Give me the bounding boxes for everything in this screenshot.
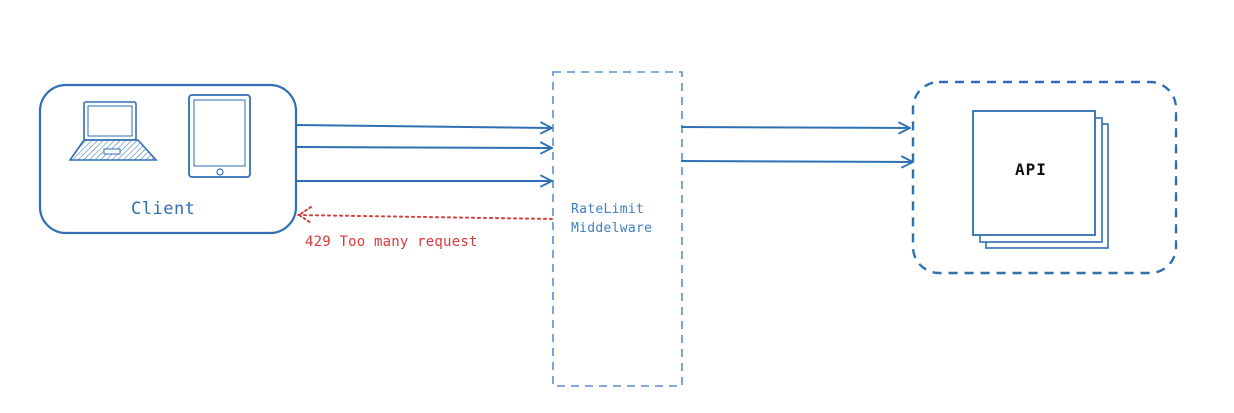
client-label: Client <box>131 199 196 219</box>
client-node <box>38 83 298 235</box>
client-box <box>38 83 298 235</box>
api-stack-front <box>972 110 1096 236</box>
forward-arrow-2 <box>680 161 913 162</box>
request-arrow-2 <box>295 147 552 148</box>
middleware-label-line1: RateLimit <box>571 202 645 217</box>
api-group-box <box>911 80 1178 275</box>
rejection-label: 429 Too many request <box>305 234 478 250</box>
rejection-arrowhead <box>297 206 312 224</box>
api-label: API <box>1015 160 1047 179</box>
rejection-arrow <box>297 214 553 220</box>
tablet-icon <box>188 94 251 178</box>
request-arrow-1 <box>295 125 552 128</box>
middleware-label: RateLimit Middelware <box>571 200 652 238</box>
forward-arrow-1 <box>680 127 910 128</box>
api-node <box>911 80 1178 275</box>
middleware-box <box>552 71 683 387</box>
laptop-icon <box>68 101 158 161</box>
middleware-label-line2: Middelware <box>571 221 653 236</box>
